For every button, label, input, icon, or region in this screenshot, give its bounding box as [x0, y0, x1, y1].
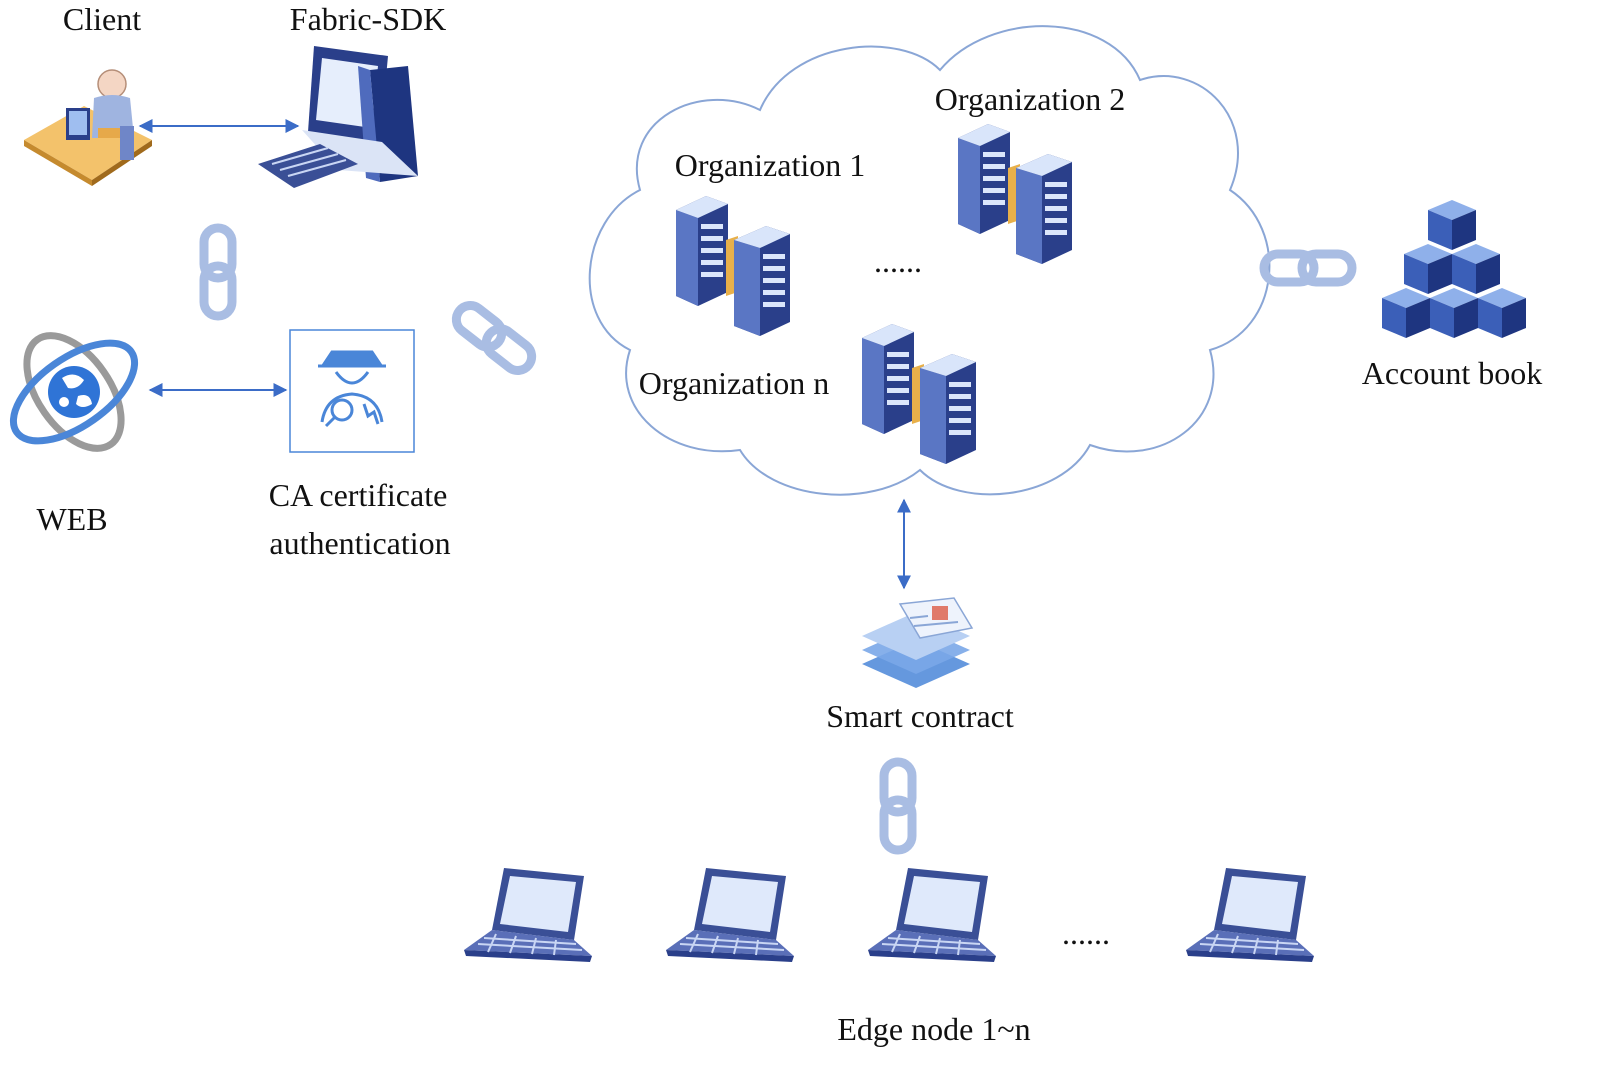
organization-n-label: Organization n	[639, 365, 829, 401]
smart-contract-label: Smart contract	[826, 698, 1014, 734]
laptop-icon	[867, 867, 997, 963]
chain-link-icon	[1259, 249, 1357, 287]
client-label: Client	[63, 1, 141, 37]
laptop-icon	[665, 867, 795, 963]
laptop-icon	[1185, 867, 1315, 963]
fabric-sdk-label: Fabric-SDK	[290, 1, 446, 37]
chain-link-icon	[884, 762, 912, 850]
ca-label-line1: CA certificate	[269, 477, 448, 513]
computer-icon	[258, 46, 418, 188]
organization-ellipsis: ......	[874, 243, 922, 279]
web-globe-icon	[9, 332, 139, 452]
blocks-icon	[1382, 200, 1526, 338]
smart-contract-icon	[862, 597, 974, 688]
organization-2-label: Organization 2	[935, 81, 1125, 117]
edge-ellipsis: ......	[1062, 915, 1110, 951]
ca-label-line2: authentication	[269, 525, 450, 561]
chain-link-icon	[204, 228, 232, 316]
account-book-label: Account book	[1362, 355, 1542, 391]
network-cloud	[588, 25, 1271, 496]
edge-nodes-label: Edge node 1~n	[837, 1011, 1030, 1047]
organization-1-label: Organization 1	[675, 147, 865, 183]
chain-link-icon	[451, 301, 537, 375]
laptop-icon	[463, 867, 593, 963]
ca-auth-icon	[289, 329, 415, 453]
web-label: WEB	[36, 501, 107, 537]
client-user-icon	[24, 69, 152, 186]
